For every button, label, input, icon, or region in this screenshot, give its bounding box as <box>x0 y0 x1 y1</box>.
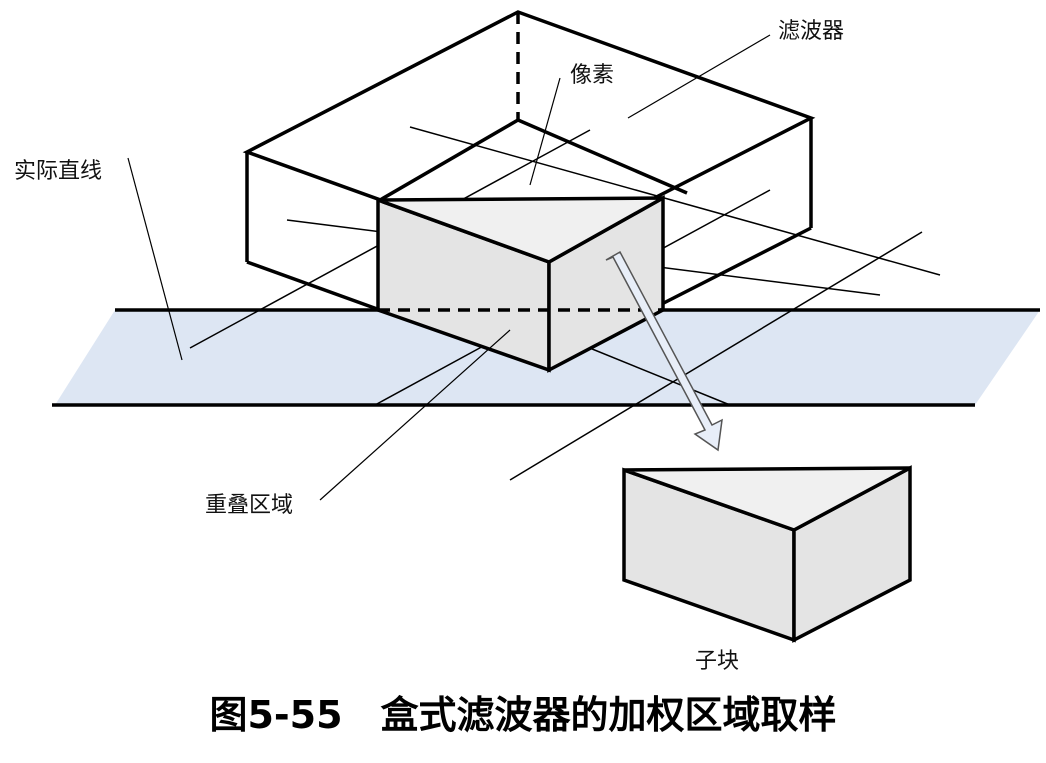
label-filter: 滤波器 <box>778 19 844 44</box>
label-actual-line: 实际直线 <box>14 159 102 184</box>
figure-caption: 图5-55 盒式滤波器的加权区域取样 <box>209 693 836 737</box>
overlap-wedge <box>376 195 665 373</box>
label-sub-block: 子块 <box>695 649 739 674</box>
extraction-arrow <box>605 250 723 452</box>
label-pixel: 像素 <box>570 63 614 88</box>
sub-block <box>622 465 912 643</box>
leader-lines <box>127 34 771 501</box>
label-overlap-region: 重叠区域 <box>205 493 293 518</box>
actual-line-edges <box>52 308 1040 407</box>
